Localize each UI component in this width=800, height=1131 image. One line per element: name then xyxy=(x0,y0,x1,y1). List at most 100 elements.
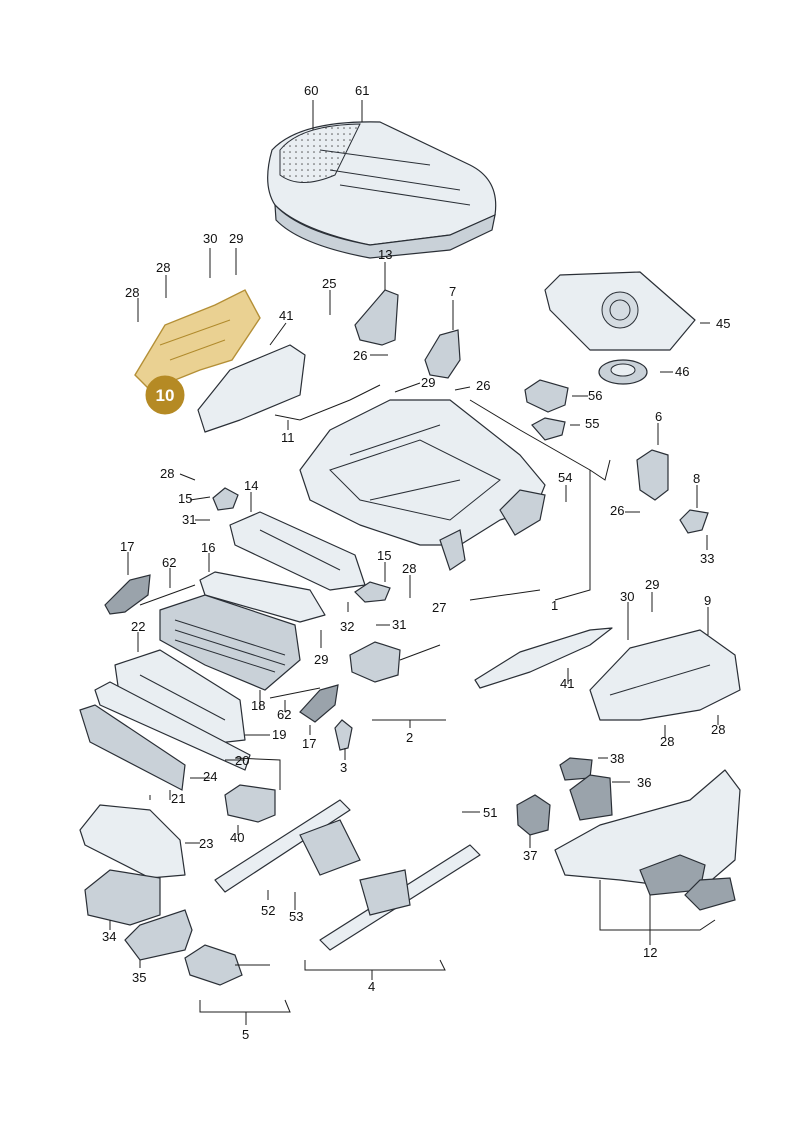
label-41: 41 xyxy=(560,676,574,691)
cable-62-upper[interactable] xyxy=(139,584,196,606)
seat-frame[interactable] xyxy=(299,399,546,571)
label-28: 28 xyxy=(711,722,725,737)
label-14: 14 xyxy=(244,478,258,493)
part-labels: 60 61 13 30 29 28 28 41 25 26 7 29 26 45… xyxy=(102,83,730,1042)
motor-5[interactable] xyxy=(184,944,270,986)
air-module-18[interactable] xyxy=(159,594,301,691)
cover-23[interactable] xyxy=(79,804,186,879)
label-28: 28 xyxy=(156,260,170,275)
seat-side-trim-highlighted[interactable]: 10 xyxy=(134,289,261,415)
label-30: 30 xyxy=(620,589,634,604)
label-28: 28 xyxy=(125,285,139,300)
label-34: 34 xyxy=(102,929,116,944)
label-3: 3 xyxy=(340,760,347,775)
bracket-6[interactable] xyxy=(636,449,669,501)
bracket-15-upper[interactable] xyxy=(212,487,239,511)
highlight-badge-label: 10 xyxy=(156,386,175,405)
label-62: 62 xyxy=(277,707,291,722)
label-13: 13 xyxy=(378,247,392,262)
module-55[interactable] xyxy=(531,417,566,441)
switch-37[interactable] xyxy=(516,794,551,836)
label-28: 28 xyxy=(160,466,174,481)
label-28: 28 xyxy=(660,734,674,749)
control-unit-40[interactable] xyxy=(224,784,276,823)
label-60: 60 xyxy=(304,83,318,98)
side-trim-9[interactable] xyxy=(589,629,741,721)
label-51: 51 xyxy=(483,805,497,820)
motor-2[interactable] xyxy=(349,641,441,683)
label-61: 61 xyxy=(355,83,369,98)
rod-11[interactable] xyxy=(274,384,381,421)
bracket-13[interactable] xyxy=(354,289,399,346)
label-54: 54 xyxy=(558,470,572,485)
label-2: 2 xyxy=(406,730,413,745)
trim-17-left[interactable] xyxy=(104,574,151,615)
label-30: 30 xyxy=(203,231,217,246)
label-26: 26 xyxy=(476,378,490,393)
label-21: 21 xyxy=(171,791,185,806)
label-29: 29 xyxy=(645,577,659,592)
label-6: 6 xyxy=(655,409,662,424)
label-15: 15 xyxy=(377,548,391,563)
label-38: 38 xyxy=(610,751,624,766)
cable-62-lower[interactable] xyxy=(269,687,321,699)
label-55: 55 xyxy=(585,416,599,431)
panel-24[interactable] xyxy=(79,704,186,791)
label-15: 15 xyxy=(178,491,192,506)
label-46: 46 xyxy=(675,364,689,379)
leader-lines xyxy=(109,100,719,1025)
seat-cushion-part[interactable] xyxy=(267,121,497,259)
label-41: 41 xyxy=(279,308,293,323)
label-29: 29 xyxy=(229,231,243,246)
seat-rails-4[interactable] xyxy=(214,799,481,951)
label-4: 4 xyxy=(368,979,375,994)
label-7: 7 xyxy=(449,284,456,299)
switch-38[interactable] xyxy=(559,757,593,781)
control-module-34[interactable] xyxy=(84,869,161,926)
label-29: 29 xyxy=(421,375,435,390)
label-5: 5 xyxy=(242,1027,249,1042)
clip-3[interactable] xyxy=(334,719,353,751)
label-36: 36 xyxy=(637,775,651,790)
trim-17-lower[interactable] xyxy=(299,684,339,723)
module-56[interactable] xyxy=(524,379,569,413)
label-62: 62 xyxy=(162,555,176,570)
label-16: 16 xyxy=(201,540,215,555)
label-45: 45 xyxy=(716,316,730,331)
label-11: 11 xyxy=(281,430,295,445)
label-31: 31 xyxy=(392,617,406,632)
label-17: 17 xyxy=(120,539,134,554)
speaker-46[interactable] xyxy=(598,359,648,385)
label-35: 35 xyxy=(132,970,146,985)
highlight-badge[interactable] xyxy=(145,375,185,415)
label-1: 1 xyxy=(551,598,558,613)
label-9: 9 xyxy=(704,593,711,608)
label-12: 12 xyxy=(643,945,657,960)
frame-20[interactable] xyxy=(94,681,251,771)
switch-36[interactable] xyxy=(569,774,613,821)
label-37: 37 xyxy=(523,848,537,863)
label-28: 28 xyxy=(402,561,416,576)
bracket-7[interactable] xyxy=(424,329,461,379)
bracket-15-lower[interactable] xyxy=(354,581,391,603)
side-trim-12[interactable] xyxy=(554,769,741,911)
label-26: 26 xyxy=(353,348,367,363)
label-53: 53 xyxy=(289,909,303,924)
clip-8[interactable] xyxy=(679,509,709,534)
label-24: 24 xyxy=(203,769,217,784)
label-33: 33 xyxy=(700,551,714,566)
label-31: 31 xyxy=(182,512,196,527)
label-27: 27 xyxy=(432,600,446,615)
label-52: 52 xyxy=(261,903,275,918)
label-25: 25 xyxy=(322,276,336,291)
label-29: 29 xyxy=(314,652,328,667)
label-23: 23 xyxy=(199,836,213,851)
label-40: 40 xyxy=(230,830,244,845)
label-32: 32 xyxy=(340,619,354,634)
side-cover-upper[interactable] xyxy=(197,344,306,433)
side-cover-lower[interactable] xyxy=(474,627,613,689)
label-19: 19 xyxy=(272,727,286,742)
label-20: 20 xyxy=(235,753,249,768)
plate-45[interactable] xyxy=(544,271,696,351)
